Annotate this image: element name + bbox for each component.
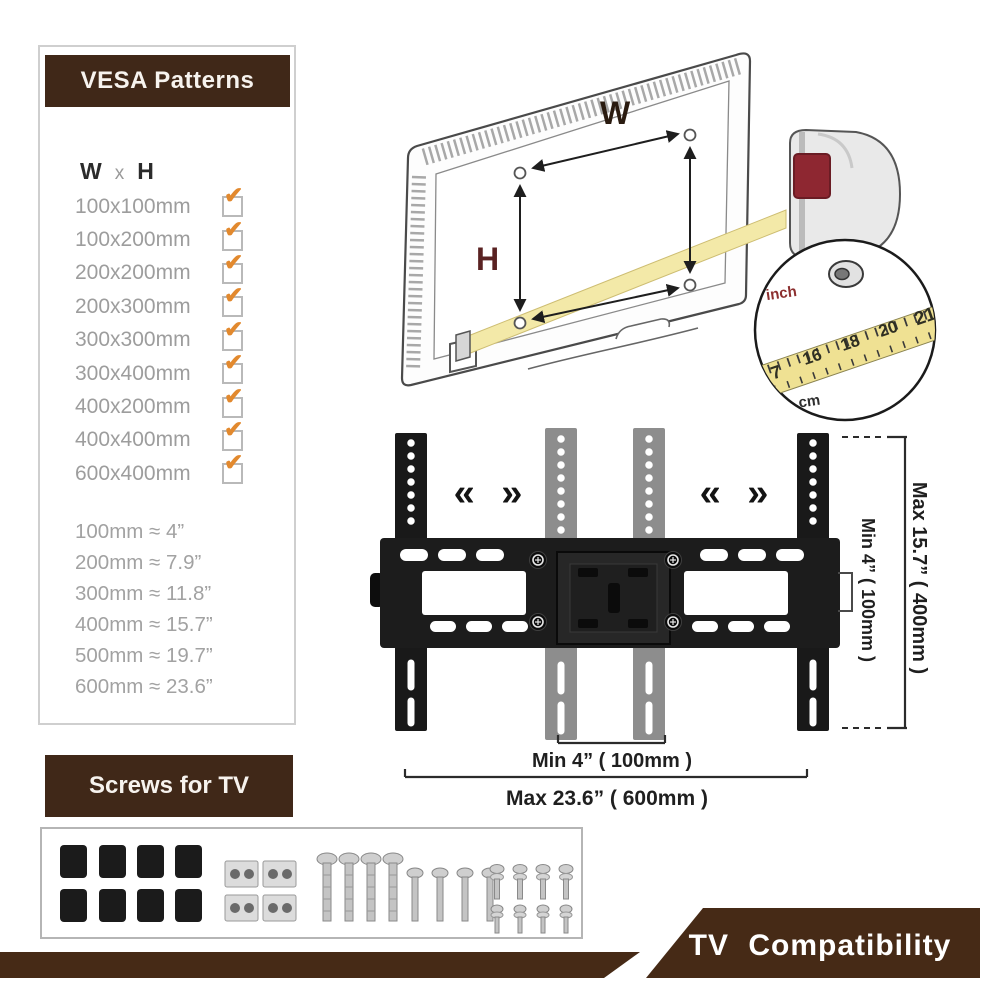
width-column-label: W <box>80 158 102 184</box>
vesa-pattern-size: 100x100mm <box>75 194 191 218</box>
vesa-pattern-row: 400x400mm ✔ <box>75 417 243 457</box>
vesa-columns-header: W x H <box>80 158 154 185</box>
spacer-blocks <box>60 845 202 922</box>
conversion-row: 300mm ≈ 11.8” <box>75 581 212 605</box>
measure-arrows <box>513 130 697 324</box>
checkmark-icon: ✔ <box>224 449 244 476</box>
checked-checkbox-icon: ✔ <box>222 250 243 284</box>
long-bolts <box>316 852 404 922</box>
checked-checkbox-icon: ✔ <box>222 417 243 451</box>
vesa-pattern-size: 400x400mm <box>75 428 191 452</box>
plate-opening-right <box>684 571 788 615</box>
vesa-pattern-row: 200x300mm ✔ <box>75 284 243 323</box>
vesa-pattern-size: 200x300mm <box>75 294 191 318</box>
tape-lock-button <box>793 153 831 199</box>
conversion-row: 100mm ≈ 4” <box>75 519 185 543</box>
vesa-mount-holes <box>513 128 697 330</box>
vesa-pattern-row: 300x400mm ✔ <box>75 351 243 390</box>
checkmark-icon: ✔ <box>224 382 244 409</box>
vesa-patterns-panel <box>38 45 296 725</box>
max-height-dimension-label: Max 15.7” ( 400mm ) <box>908 481 930 675</box>
conversion-row: 500mm ≈ 19.7” <box>75 643 213 667</box>
checkmark-icon: ✔ <box>224 282 244 309</box>
min-width-dimension-label: Min 4” ( 100mm ) <box>531 750 693 772</box>
footer-block <box>646 908 980 978</box>
vesa-pattern-list: 100x100mm ✔ 100x200mm ✔ 200x200mm ✔ 200x300… <box>75 184 243 491</box>
vesa-pattern-size: 600x400mm <box>75 461 191 485</box>
tape-measure-body <box>789 128 902 260</box>
center-plate <box>556 551 671 645</box>
screws-tray <box>40 827 583 939</box>
dimension-lines <box>403 435 907 779</box>
top-vent-slats <box>421 57 742 166</box>
checked-checkbox-icon: ✔ <box>222 351 243 385</box>
inch-scale-label: inch <box>765 283 798 304</box>
checkmark-icon: ✔ <box>224 182 244 209</box>
vesa-pattern-row: 200x200mm ✔ <box>75 250 243 290</box>
conversion-row: 400mm ≈ 15.7” <box>75 612 213 636</box>
short-screws <box>489 864 574 934</box>
checked-checkbox-icon: ✔ <box>222 317 243 351</box>
footer-band: TV Compatibility <box>0 908 980 978</box>
screws-panel-title: Screws for TV <box>45 755 293 817</box>
slide-arrows-icon: « » <box>699 472 769 514</box>
vesa-pattern-size: 300x300mm <box>75 328 191 352</box>
wall-mount-bracket-diagram <box>370 428 907 779</box>
checked-checkbox-icon: ✔ <box>222 217 243 251</box>
vertical-min-dim-bracket <box>838 572 853 612</box>
checked-checkbox-icon: ✔ <box>222 284 243 318</box>
checked-checkbox-icon: ✔ <box>222 451 243 485</box>
washer-plates <box>224 860 297 922</box>
hardware-kit-illustration <box>60 845 574 934</box>
vesa-pattern-row: 400x200mm ✔ <box>75 384 243 423</box>
vesa-pattern-size: 200x200mm <box>75 261 191 285</box>
min-height-dimension-label: Min 4” ( 100mm ) <box>858 517 878 663</box>
wall-plate <box>370 538 840 648</box>
footer-strip <box>0 952 640 978</box>
conversion-row: 200mm ≈ 7.9” <box>75 550 202 574</box>
checkmark-icon: ✔ <box>224 248 244 275</box>
tape-magnifier: 7 16 18 20 21 inch cm <box>753 238 939 422</box>
vesa-pattern-row: 600x400mm ✔ <box>75 451 243 490</box>
checkmark-icon: ✔ <box>224 415 244 442</box>
vesa-pattern-row: 100x100mm ✔ <box>75 184 243 223</box>
bottom-width-arrow <box>531 283 680 324</box>
checkmark-icon: ✔ <box>224 349 244 376</box>
x-separator: x <box>114 163 125 184</box>
max-width-dimension-label: Max 23.6” ( 600mm ) <box>506 787 708 810</box>
checkmark-icon: ✔ <box>224 315 244 342</box>
tape-end-hook <box>455 330 471 362</box>
checked-checkbox-icon: ✔ <box>222 384 243 418</box>
tape-number: 21 <box>912 303 939 330</box>
vesa-pattern-row: 100x200mm ✔ <box>75 217 243 256</box>
vesa-patterns-title: VESA Patterns <box>45 55 290 107</box>
magnified-tape <box>755 299 935 405</box>
height-label: H <box>476 241 499 277</box>
tv-compatibility-title: TV Compatibility <box>689 929 952 962</box>
checkmark-icon: ✔ <box>224 215 244 242</box>
width-arrow <box>531 130 680 172</box>
side-vent-slats <box>406 175 426 371</box>
height-column-label: H <box>137 158 154 184</box>
conversion-row: 600mm ≈ 23.6” <box>75 674 213 698</box>
vesa-pattern-row: 300x300mm ✔ <box>75 317 243 357</box>
tv-back-measure-diagram: W H 7 16 18 20 21 inch <box>400 52 939 422</box>
vesa-pattern-size: 400x200mm <box>75 395 191 419</box>
vesa-pattern-size: 100x200mm <box>75 228 191 252</box>
tv-back-outline <box>400 52 752 387</box>
vesa-pattern-size: 300x400mm <box>75 361 191 385</box>
tv-bottom-edge-line <box>527 327 699 370</box>
plate-opening-left <box>422 571 526 615</box>
width-label: W <box>600 95 631 131</box>
checked-checkbox-icon: ✔ <box>222 184 243 218</box>
plate-screws <box>529 551 682 631</box>
mm-inch-conversion-list: 100mm ≈ 4” 200mm ≈ 7.9” 300mm ≈ 11.8” 40… <box>75 516 213 702</box>
cm-scale-label: cm <box>797 392 821 412</box>
slide-arrows-icon: « » <box>453 472 523 514</box>
